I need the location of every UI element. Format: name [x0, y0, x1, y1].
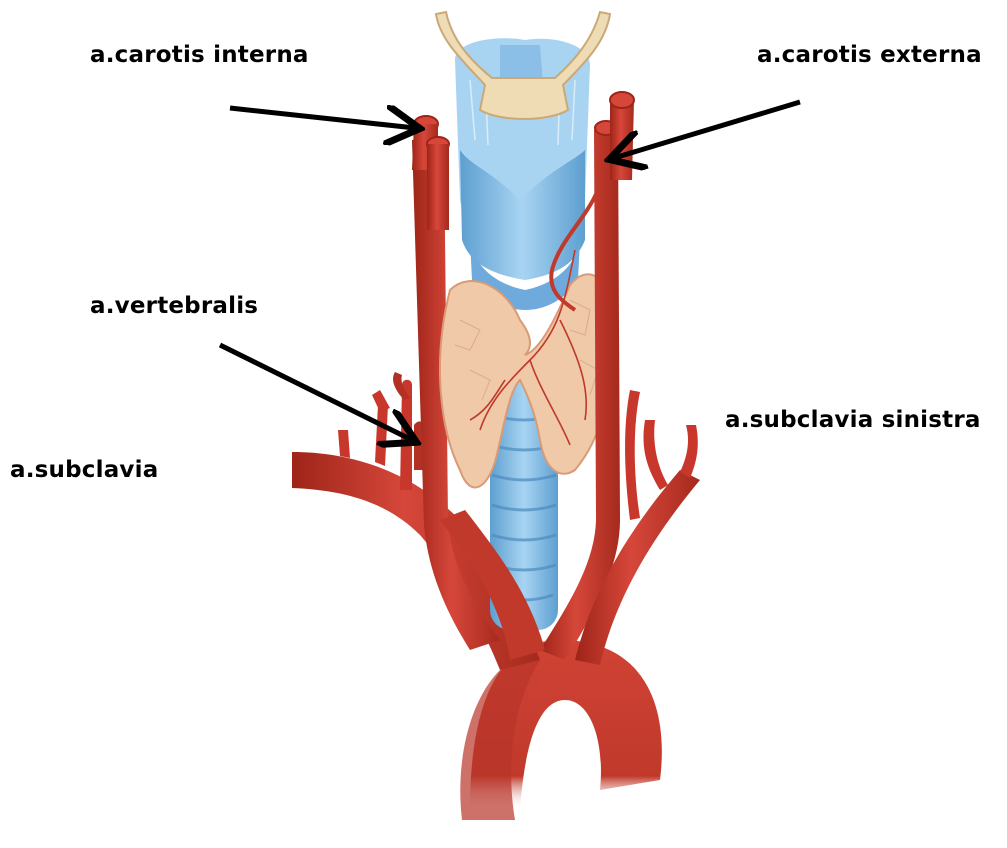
label-carotis-interna: a.carotis interna [90, 42, 309, 68]
label-carotis-externa: a.carotis externa [757, 42, 982, 68]
label-vertebralis: a.vertebralis [90, 293, 258, 319]
label-subclavia: a.subclavia [10, 457, 158, 483]
arrow-carotis-externa [614, 102, 800, 158]
arrow-carotis-interna [230, 108, 415, 128]
aortic-arch [460, 640, 662, 820]
arrow-vertebralis [220, 345, 412, 440]
label-subclavia-sinistra: a.subclavia sinistra [725, 407, 981, 433]
